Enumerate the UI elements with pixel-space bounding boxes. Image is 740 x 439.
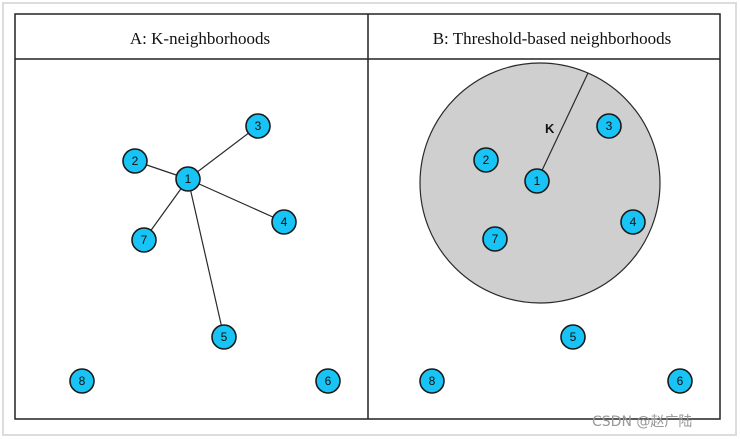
panel-a-node-5: 5 — [211, 324, 237, 350]
node-label: 7 — [492, 232, 499, 246]
panel-b-node-5: 5 — [560, 324, 586, 350]
node-label: 3 — [255, 119, 262, 133]
edge-1-5 — [187, 178, 225, 338]
node-label: 4 — [630, 215, 637, 229]
node-circle — [667, 368, 693, 394]
node-label: 7 — [141, 233, 148, 247]
node-circle — [122, 148, 148, 174]
node-label: 2 — [483, 153, 490, 167]
panel-a-node-8: 8 — [69, 368, 95, 394]
node-label: 5 — [570, 330, 577, 344]
node-circle — [560, 324, 586, 350]
panel-b-node-7: 7 — [482, 226, 508, 252]
panel-b-node-1: 1 — [524, 168, 550, 194]
node-circle — [596, 113, 622, 139]
node-circle — [175, 166, 201, 192]
panel-a-node-7: 7 — [131, 227, 157, 253]
node-circle — [245, 113, 271, 139]
node-label: 8 — [79, 374, 86, 388]
node-label: 1 — [534, 174, 541, 188]
node-circle — [211, 324, 237, 350]
watermark: CSDN @赵广陆 — [592, 414, 692, 430]
panel-b-node-4: 4 — [620, 209, 646, 235]
node-circle — [419, 368, 445, 394]
node-label: 2 — [132, 154, 139, 168]
node-circle — [315, 368, 341, 394]
panel-b-node-6: 6 — [667, 368, 693, 394]
panel-a-node-1: 1 — [175, 166, 201, 192]
node-circle — [69, 368, 95, 394]
edge-1-3 — [187, 125, 259, 180]
panel-b-node-2: 2 — [473, 147, 499, 173]
node-circle — [131, 227, 157, 253]
node-label: 5 — [221, 330, 228, 344]
panel-b-node-3: 3 — [596, 113, 622, 139]
node-label: 3 — [606, 119, 613, 133]
node-label: 1 — [185, 172, 192, 186]
panel-a-node-6: 6 — [315, 368, 341, 394]
node-circle — [473, 147, 499, 173]
panel-a-node-2: 2 — [122, 148, 148, 174]
node-circle — [524, 168, 550, 194]
radius-label: K — [545, 121, 555, 136]
node-label: 6 — [677, 374, 684, 388]
node-circle — [271, 209, 297, 235]
node-label: 6 — [325, 374, 332, 388]
panel-b-node-8: 8 — [419, 368, 445, 394]
radius-line — [536, 72, 589, 182]
edge-1-4 — [187, 178, 285, 223]
panel-a-title: A: K-neighborhoods — [130, 29, 270, 48]
panel-a-node-4: 4 — [271, 209, 297, 235]
node-circle — [620, 209, 646, 235]
panel-a-nodes: 1 2 3 4 5 6 7 8 — [69, 113, 341, 394]
panel-b-nodes: 1 2 3 4 5 6 7 8 — [419, 113, 693, 394]
node-label: 8 — [429, 374, 436, 388]
node-circle — [482, 226, 508, 252]
panel-b-title: B: Threshold-based neighborhoods — [433, 29, 672, 48]
panel-a-node-3: 3 — [245, 113, 271, 139]
node-label: 4 — [281, 215, 288, 229]
